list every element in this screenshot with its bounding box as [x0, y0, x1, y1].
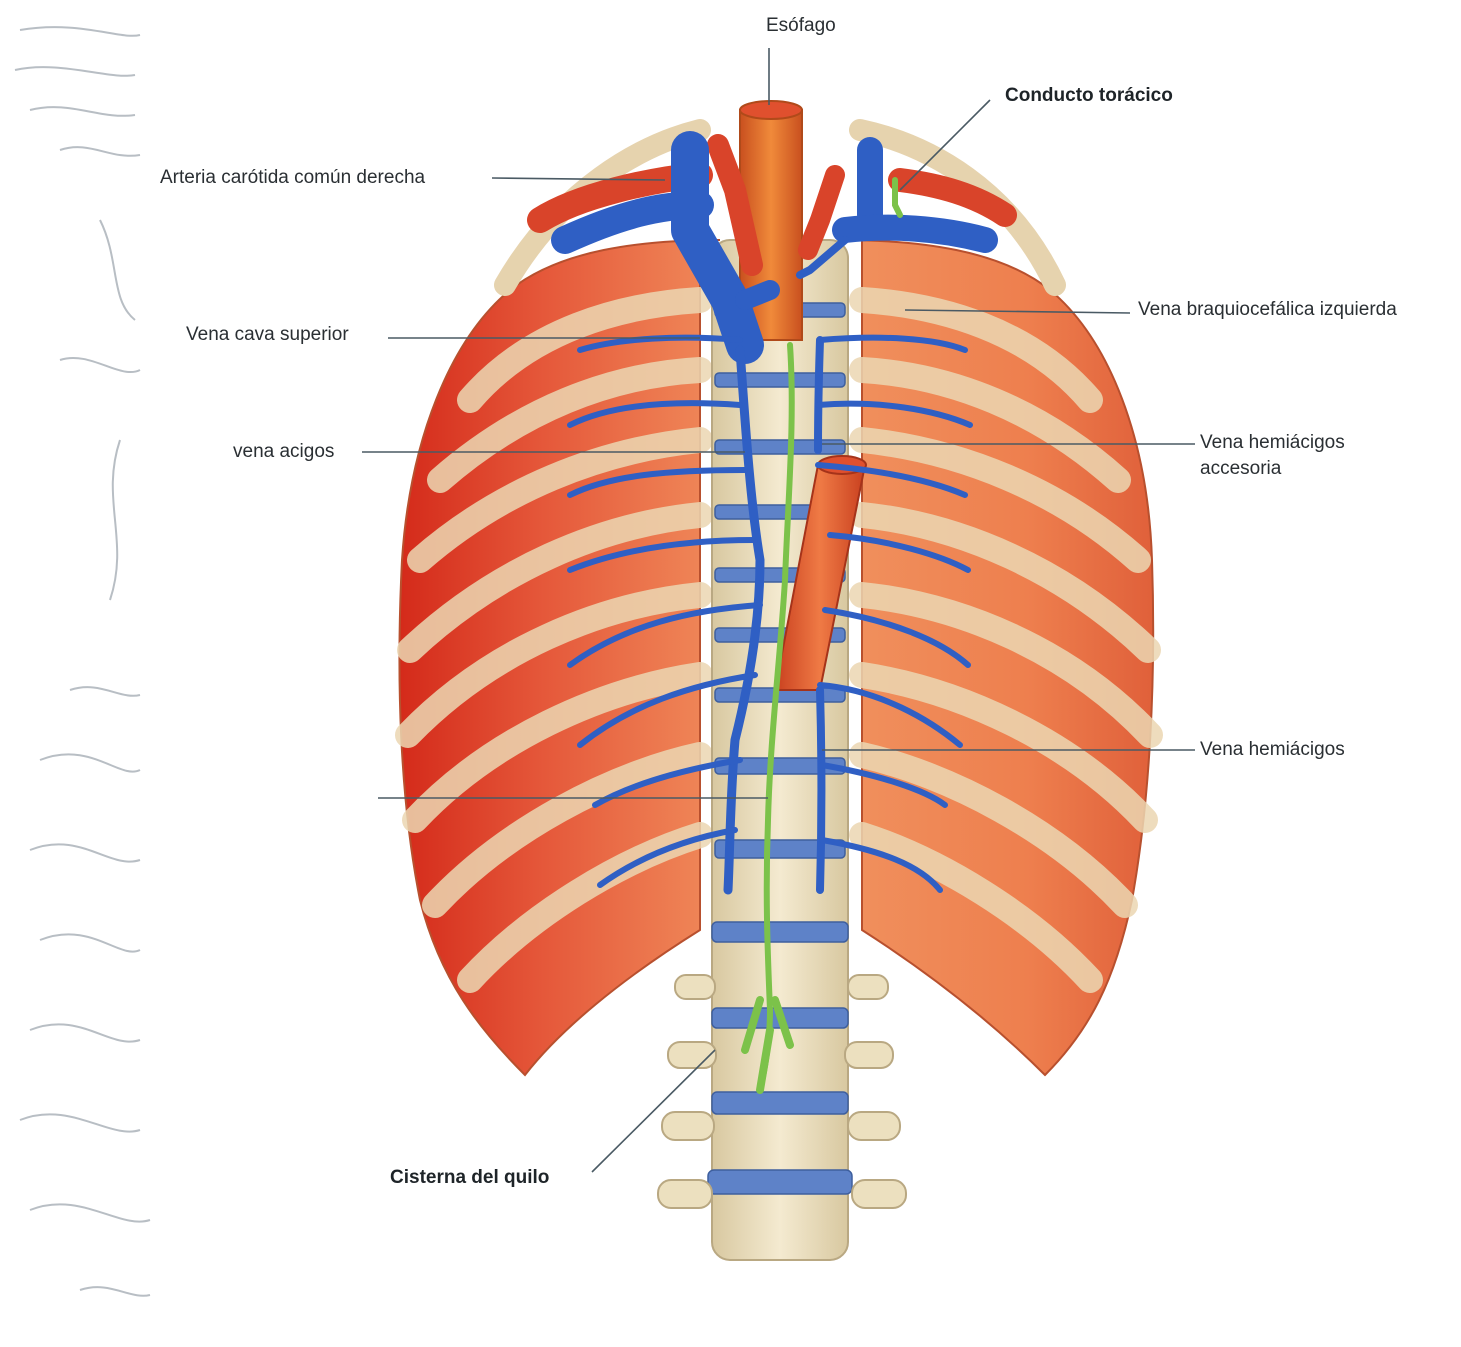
label-vena-hemiacigos-accesoria-2: accesoria: [1200, 458, 1282, 479]
label-vena-hemiacigos-accesoria-1: Vena hemiácigos: [1200, 432, 1345, 453]
label-esofago: Esófago: [766, 15, 836, 36]
thoracic-duct: [741, 177, 903, 1094]
ribs: [395, 287, 1163, 993]
veins: [551, 131, 998, 895]
arteries: [527, 134, 1017, 276]
label-vena-cava: Vena cava superior: [186, 324, 349, 345]
label-arteria-carotida: Arteria carótida común derecha: [160, 167, 426, 188]
margin-scribble: [14, 26, 151, 1297]
label-cisterna-del-quilo: Cisterna del quilo: [390, 1167, 550, 1188]
label-vena-hemiacigos: Vena hemiácigos: [1200, 739, 1345, 760]
label-vena-braquiocefalica: Vena braquiocefálica izquierda: [1138, 299, 1397, 320]
label-conducto-toracico: Conducto torácico: [1005, 85, 1173, 106]
leader-lines: [362, 48, 1195, 1173]
label-vena-acigos: vena acigos: [233, 441, 335, 462]
first-rib-right: [849, 119, 1066, 296]
